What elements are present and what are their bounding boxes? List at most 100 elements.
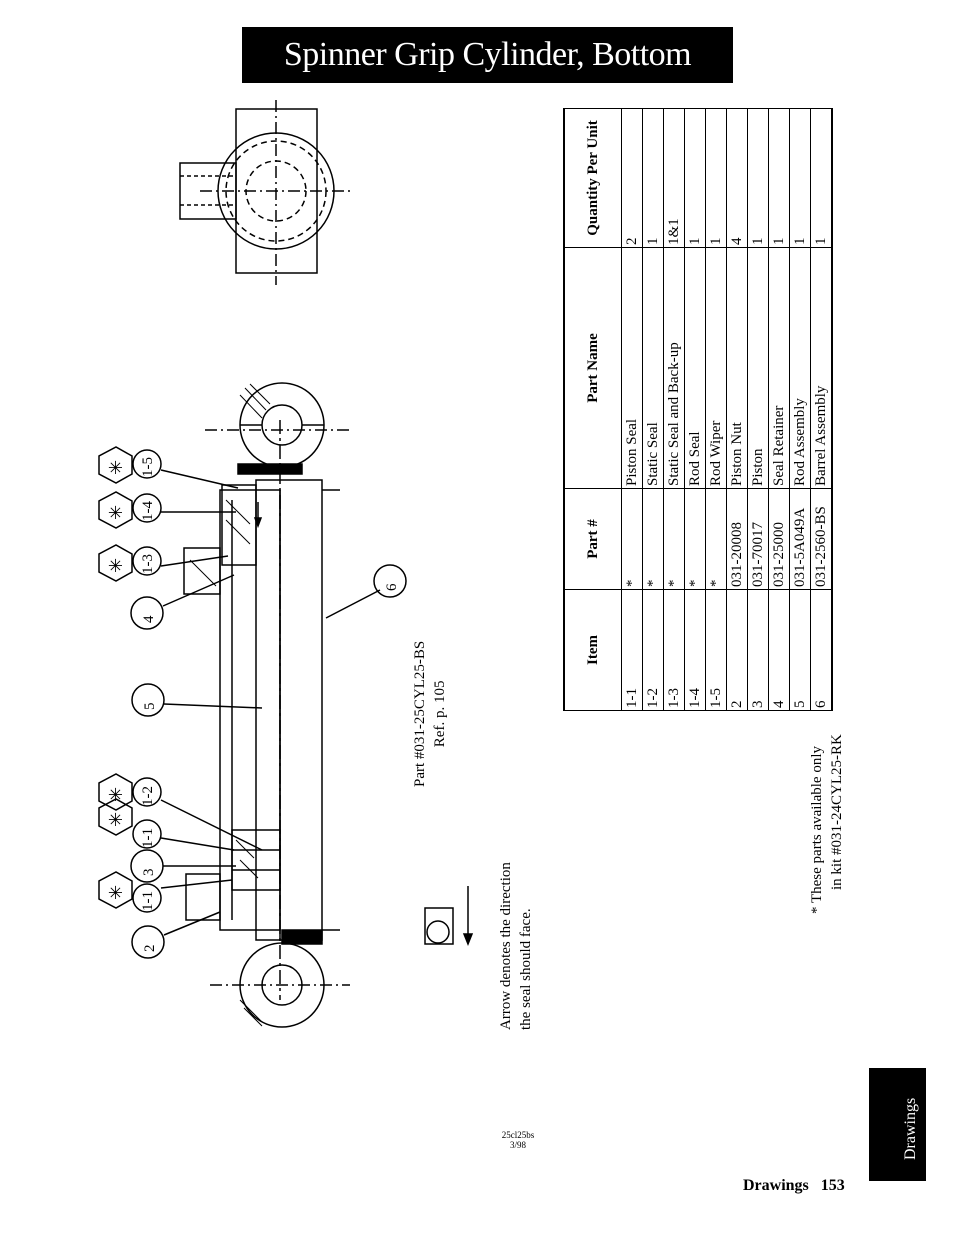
callout-circle-3 (130, 849, 164, 883)
kit-star-icon: ✳ (106, 811, 126, 827)
cell-item: 1-4 (684, 589, 706, 711)
callout-circle-4 (130, 596, 164, 630)
kit-note-line2: in kit #031-24CYL25-RK (829, 734, 845, 890)
kit-note: * These parts available only in kit #031… (807, 734, 847, 914)
cell-part-name: Barrel Assembly (810, 247, 832, 489)
callout-circle-5 (131, 683, 165, 717)
cell-item: 5 (789, 589, 811, 711)
page-number: 153 (820, 1177, 845, 1194)
cell-part-name: Static Seal (642, 247, 664, 489)
cell-part-number: * (663, 488, 685, 590)
cell-quantity: 1&1 (663, 108, 685, 248)
callout-4-label: 4 (141, 615, 157, 624)
cell-part-number: * (684, 488, 706, 590)
side-tab-label: Drawings (902, 1097, 919, 1160)
rod-body (255, 479, 323, 941)
cell-quantity: 1 (810, 108, 832, 248)
barrel-body (219, 489, 281, 931)
cell-quantity: 1 (642, 108, 664, 248)
cell-item: 6 (810, 589, 832, 711)
callout-5-label: 5 (142, 702, 158, 711)
drawing-code-id: 25cl25bs (501, 1130, 535, 1140)
cell-part-number: 031-25000 (768, 488, 790, 590)
cell-part-name: Static Seal and Back-up (663, 247, 685, 489)
kit-star-icon: ✳ (106, 459, 126, 475)
cell-part-name: Rod Assembly (789, 247, 811, 489)
arrow-note-line1: Arrow denotes the direction (498, 862, 514, 1030)
cell-item: 1-3 (663, 589, 685, 711)
seal-symbol (424, 907, 454, 945)
cell-item: 2 (726, 589, 748, 711)
parts-table-wrap: Item Part # Part Name Quantity Per Unit … (563, 108, 833, 711)
page-reference: Ref. p. 105 (432, 680, 448, 748)
cell-item: 1-2 (642, 589, 664, 711)
callout-3-label: 3 (141, 868, 157, 877)
cell-part-number: 031-5A049A (789, 488, 811, 590)
arrow-note-line2: the seal should face. (518, 908, 534, 1030)
end-view-port (179, 162, 237, 220)
cell-part-name: Rod Wiper (705, 247, 727, 489)
arrow-note: Arrow denotes the direction the seal sho… (496, 862, 536, 1030)
cell-quantity: 1 (684, 108, 706, 248)
callout-1-4-label: 1-4 (140, 501, 156, 521)
drawing-code: 25cl25bs 3/98 (496, 1130, 540, 1150)
callout-2-label: 2 (142, 944, 158, 953)
cell-part-number: 031-70017 (747, 488, 769, 590)
page-footer: Drawings 153 (743, 1177, 845, 1195)
hex-callouts (98, 446, 133, 909)
callout-circle-6 (373, 564, 407, 598)
part-number: Part #031-25CYL25-BS (412, 640, 428, 787)
rod-port (183, 547, 221, 595)
callout-label-circles (132, 449, 162, 913)
part-reference: Part #031-25CYL25-BS Ref. p. 105 (410, 641, 450, 787)
cell-quantity: 1 (768, 108, 790, 248)
cell-part-name: Piston Seal (621, 247, 643, 489)
header-part-name: Part Name (564, 247, 622, 489)
kit-star-icon: ✳ (106, 504, 126, 520)
footer-section: Drawings (743, 1177, 809, 1194)
cell-part-number: 031-20008 (726, 488, 748, 590)
parts-table: Item Part # Part Name Quantity Per Unit … (563, 108, 833, 711)
cell-item: 3 (747, 589, 769, 711)
header-quantity: Quantity Per Unit (564, 108, 622, 248)
kit-star-icon: ✳ (106, 557, 126, 573)
cell-part-number: * (705, 488, 727, 590)
cell-quantity: 1 (789, 108, 811, 248)
cell-part-name: Piston Nut (726, 247, 748, 489)
cell-item: 1-1 (621, 589, 643, 711)
callout-1-1a-label: 1-1 (140, 891, 156, 911)
callout-circle-2 (131, 925, 165, 959)
cell-part-name: Rod Seal (684, 247, 706, 489)
piston (231, 829, 281, 891)
side-tab-drawings: Drawings (869, 1068, 926, 1181)
cell-quantity: 2 (621, 108, 643, 248)
cell-part-name: Piston (747, 247, 769, 489)
kit-star-icon: ✳ (106, 786, 126, 802)
cell-part-number: 031-2560-BS (810, 488, 832, 590)
callout-1-5-label: 1-5 (140, 457, 156, 477)
cell-part-name: Seal Retainer (768, 247, 790, 489)
cell-item: 1-5 (705, 589, 727, 711)
page-title: Spinner Grip Cylinder, Bottom (242, 27, 733, 83)
table-header-row: Item Part # Part Name Quantity Per Unit (564, 108, 622, 711)
callout-1-1b-label: 1-1 (140, 828, 156, 848)
callout-1-3-label: 1-3 (140, 554, 156, 574)
cell-quantity: 1 (747, 108, 769, 248)
callout-1-2-label: 1-2 (140, 786, 156, 806)
gland (221, 484, 257, 566)
kit-star-icon: ✳ (106, 884, 126, 900)
kit-note-line1: * These parts available only (809, 745, 825, 914)
callout-6-label: 6 (384, 583, 400, 592)
cap-port (185, 873, 221, 921)
